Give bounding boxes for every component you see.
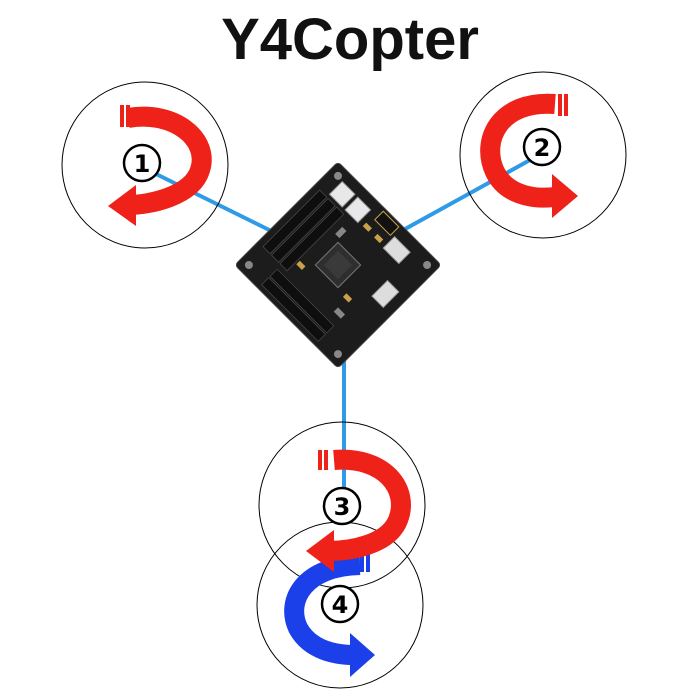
rotation-arrow-3 bbox=[306, 449, 411, 572]
rotor-circle-1 bbox=[61, 81, 229, 249]
svg-text:3: 3 bbox=[334, 493, 351, 521]
motor-label-1: 1 bbox=[122, 143, 162, 183]
motor-label-4: 4 bbox=[320, 584, 360, 624]
gyro-yaw bbox=[328, 180, 356, 208]
gyro-roll bbox=[382, 236, 411, 265]
rotation-arrow-2 bbox=[480, 93, 578, 218]
svg-text:4: 4 bbox=[332, 591, 349, 619]
motor-label-3: 3 bbox=[322, 486, 362, 526]
rotation-arrow-4 bbox=[284, 552, 375, 677]
flight-controller-board bbox=[235, 162, 441, 368]
svg-text:1: 1 bbox=[134, 150, 151, 178]
rotor-circle-2 bbox=[459, 71, 627, 239]
diagram-title: Y4Copter bbox=[221, 7, 479, 72]
gyro-pitch bbox=[371, 279, 400, 309]
rotation-arrow-1 bbox=[108, 105, 212, 226]
motor-label-2: 2 bbox=[522, 127, 562, 167]
svg-text:2: 2 bbox=[534, 134, 551, 162]
